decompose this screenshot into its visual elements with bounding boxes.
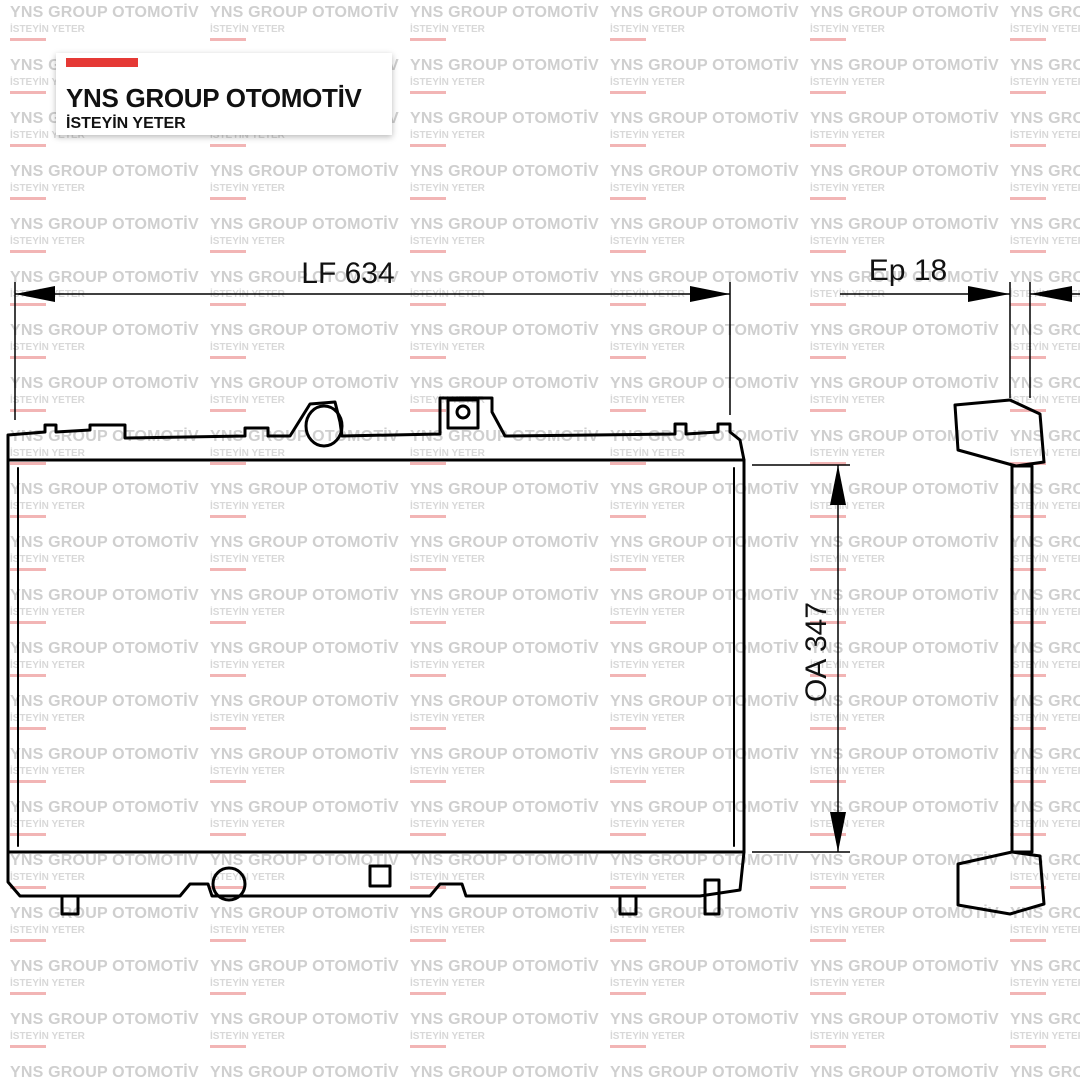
radiator-outlet-fitting	[446, 398, 480, 430]
ep-arrowhead-right	[1030, 286, 1072, 302]
radiator-bottom-mount-left	[60, 894, 80, 916]
radiator-bottom-mount-far	[703, 878, 721, 916]
oa-arrowhead-bottom	[830, 812, 846, 852]
radiator-side-bottom-tank	[956, 850, 1046, 916]
radiator-side-top-tank	[953, 398, 1046, 468]
brand-tagline: İSTEYİN YETER	[66, 115, 186, 132]
brand-name: YNS GROUP OTOMOTİV	[66, 83, 362, 113]
radiator-core	[6, 458, 746, 854]
radiator-bottom-mount-right	[618, 894, 638, 916]
oa-arrowhead-top	[830, 465, 846, 505]
radiator-bottom-mount-mid	[368, 864, 392, 888]
length-dimension-label: LF 634	[301, 257, 394, 290]
lf-arrowhead-left	[15, 286, 55, 302]
thickness-dimension-label: Ep 18	[869, 254, 947, 287]
brand-logo-card: YNS GROUP OTOMOTİV İSTEYİN YETER	[56, 53, 392, 135]
radiator-drain-plug	[211, 866, 247, 902]
radiator-outlet-cap	[455, 404, 471, 420]
radiator-side-core	[1010, 464, 1034, 854]
radiator-filler-neck	[304, 404, 344, 448]
height-dimension-label: OA 347	[800, 602, 833, 702]
ep-arrowhead-left	[968, 286, 1010, 302]
brand-accent-bar	[66, 58, 138, 67]
radiator-top-tank	[6, 396, 746, 462]
radiator-bottom-tank	[6, 850, 746, 898]
lf-arrowhead-right	[690, 286, 730, 302]
